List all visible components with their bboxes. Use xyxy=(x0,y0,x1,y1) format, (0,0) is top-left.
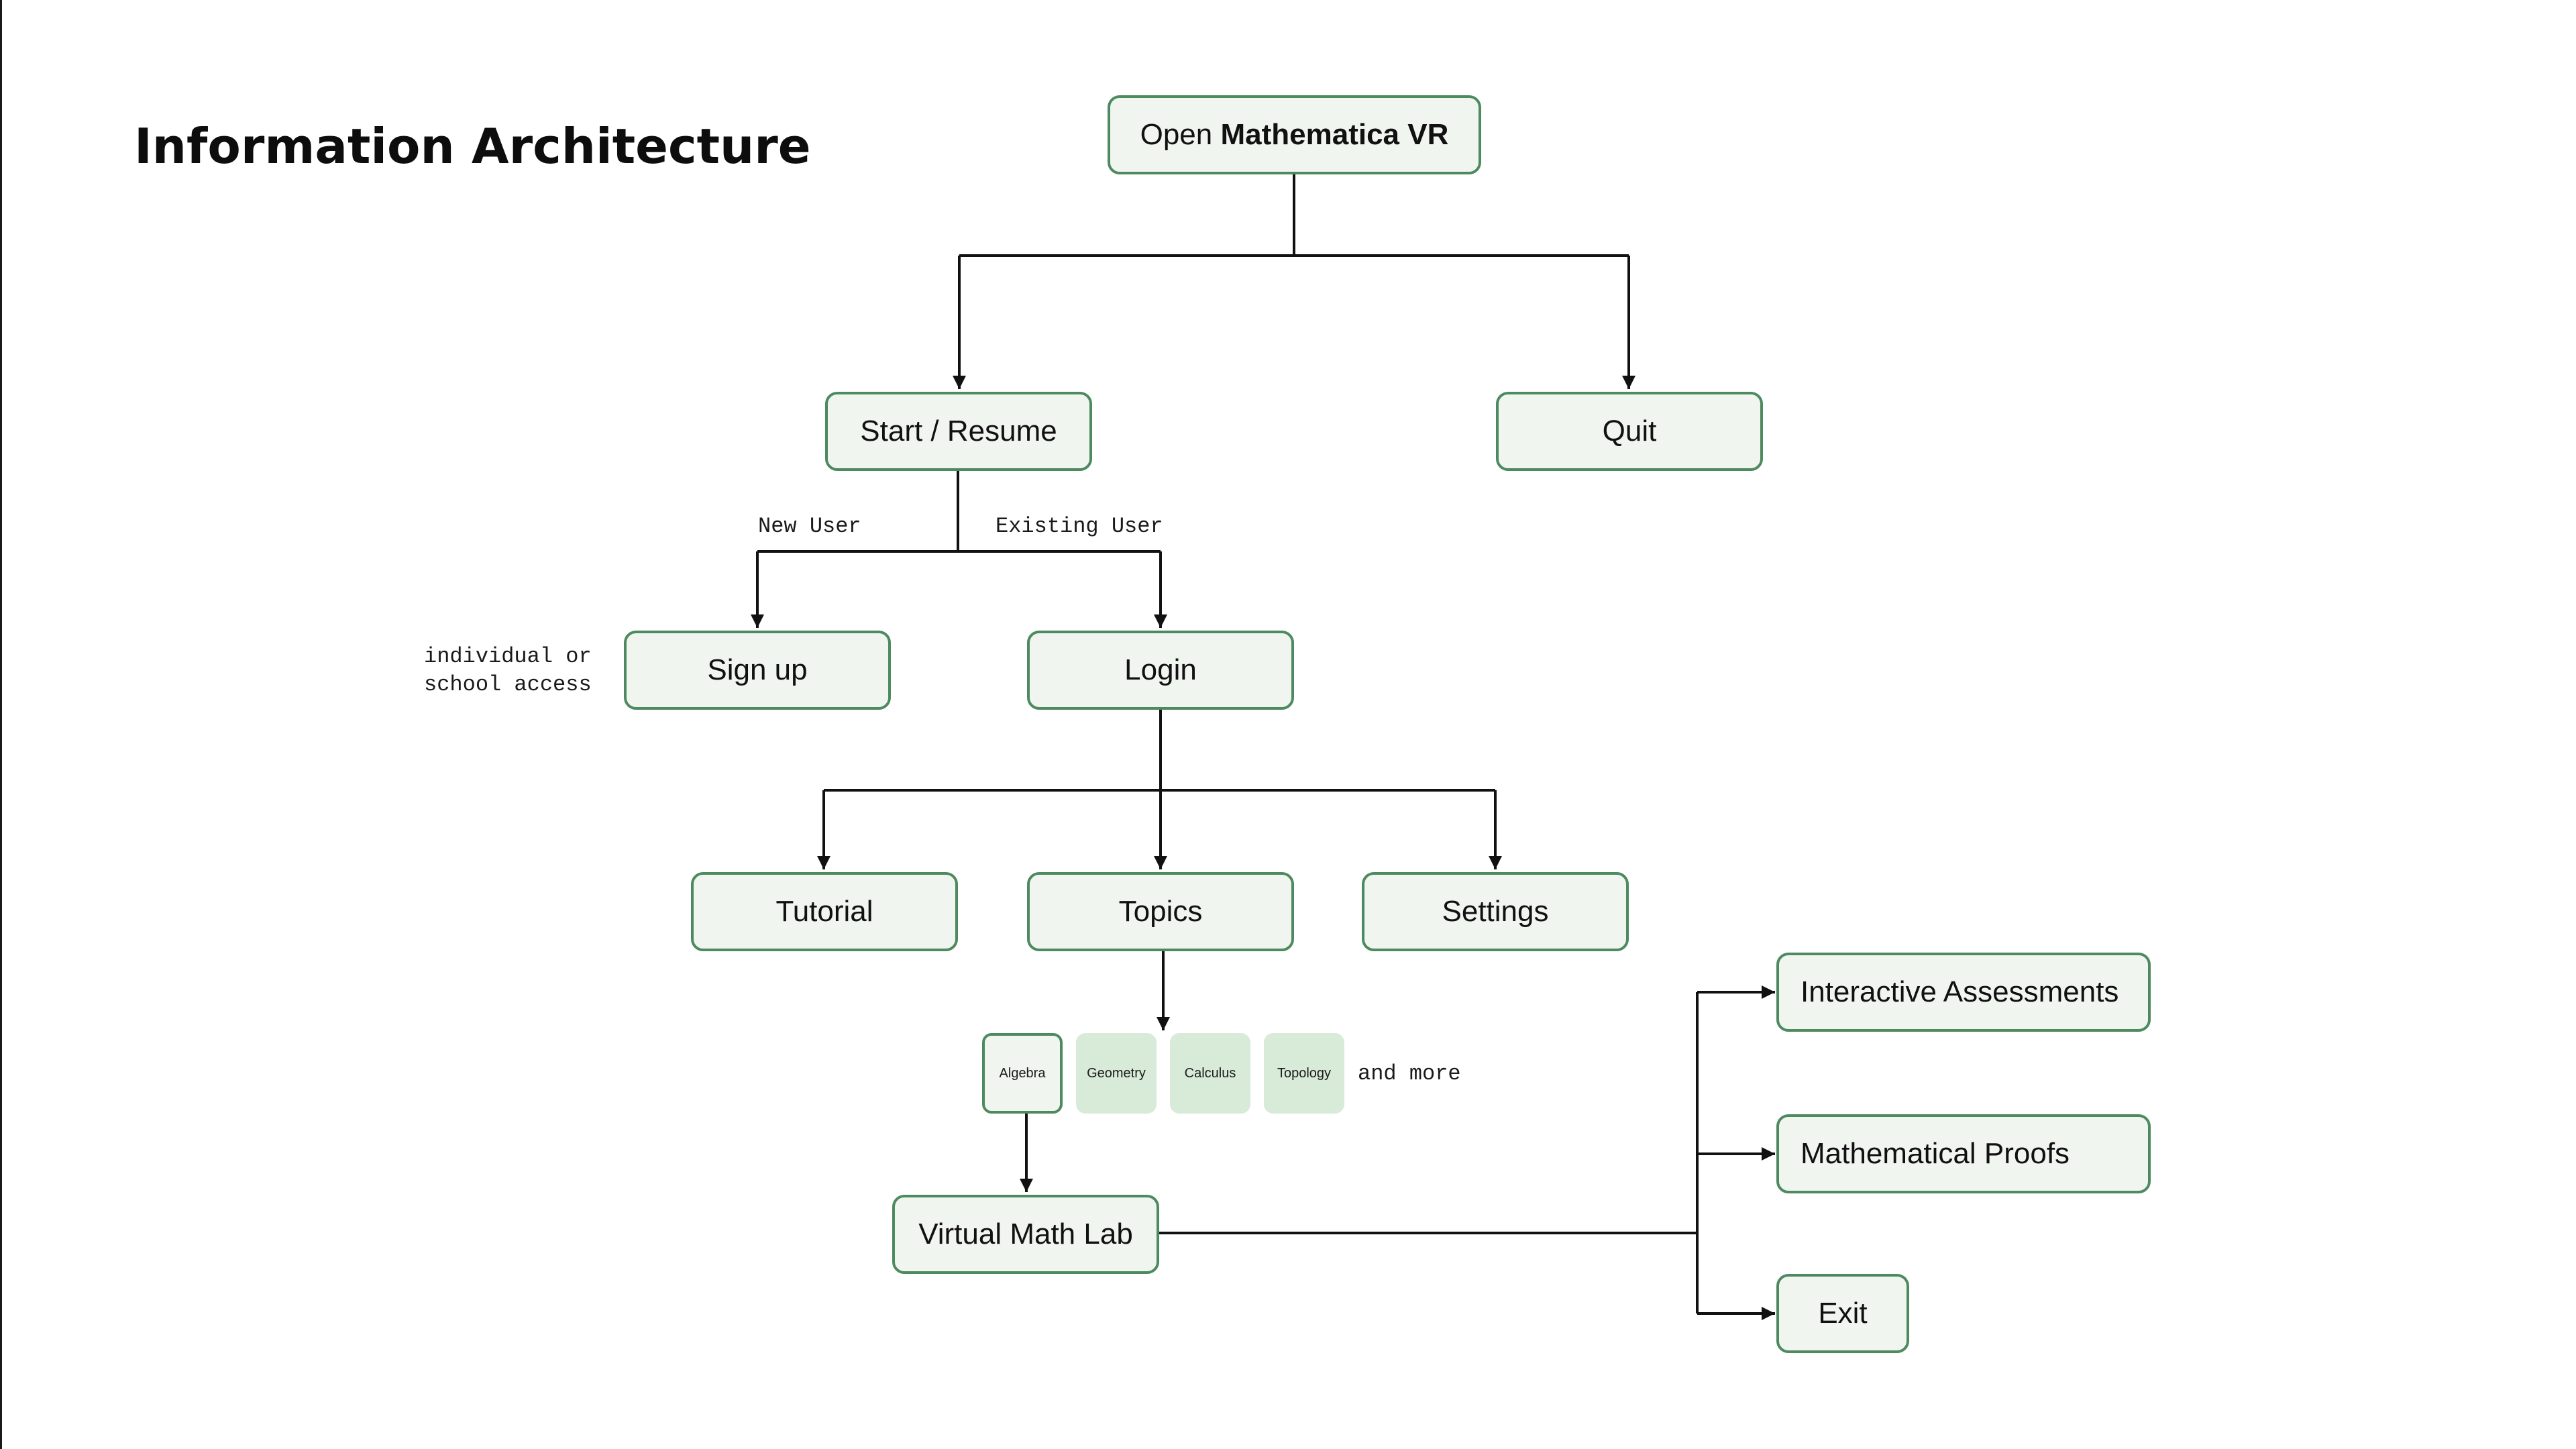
topic-chip-calculus[interactable]: Calculus xyxy=(1170,1033,1250,1114)
settings-node[interactable]: Settings xyxy=(1362,872,1629,951)
page-title: Information Architecture xyxy=(134,118,811,174)
mathematical-proofs-node[interactable]: Mathematical Proofs xyxy=(1776,1114,2151,1193)
and-more-label: and more xyxy=(1358,1061,1461,1086)
login-node[interactable]: Login xyxy=(1027,631,1294,710)
frame-edge xyxy=(0,0,2,1449)
open-app-node[interactable]: Open Mathematica VR xyxy=(1108,95,1481,174)
topic-chip-algebra[interactable]: Algebra xyxy=(982,1033,1063,1114)
sign-up-node[interactable]: Sign up xyxy=(624,631,891,710)
virtual-math-lab-node[interactable]: Virtual Math Lab xyxy=(892,1195,1159,1274)
new-user-label: New User xyxy=(758,514,861,539)
quit-node[interactable]: Quit xyxy=(1496,392,1763,471)
tutorial-node[interactable]: Tutorial xyxy=(691,872,958,951)
topic-chip-topology[interactable]: Topology xyxy=(1264,1033,1344,1114)
signup-note-line-2: school access xyxy=(424,672,592,697)
exit-node[interactable]: Exit xyxy=(1776,1274,1909,1353)
existing-user-label: Existing User xyxy=(996,514,1163,539)
interactive-assessments-node[interactable]: Interactive Assessments xyxy=(1776,953,2151,1032)
app-name: Mathematica VR xyxy=(1220,118,1449,151)
topics-node[interactable]: Topics xyxy=(1027,872,1294,951)
start-resume-node[interactable]: Start / Resume xyxy=(825,392,1092,471)
signup-note: individual or school access xyxy=(424,643,592,699)
signup-note-line-1: individual or xyxy=(424,644,592,669)
open-prefix: Open xyxy=(1140,118,1213,151)
topic-chip-geometry[interactable]: Geometry xyxy=(1076,1033,1157,1114)
